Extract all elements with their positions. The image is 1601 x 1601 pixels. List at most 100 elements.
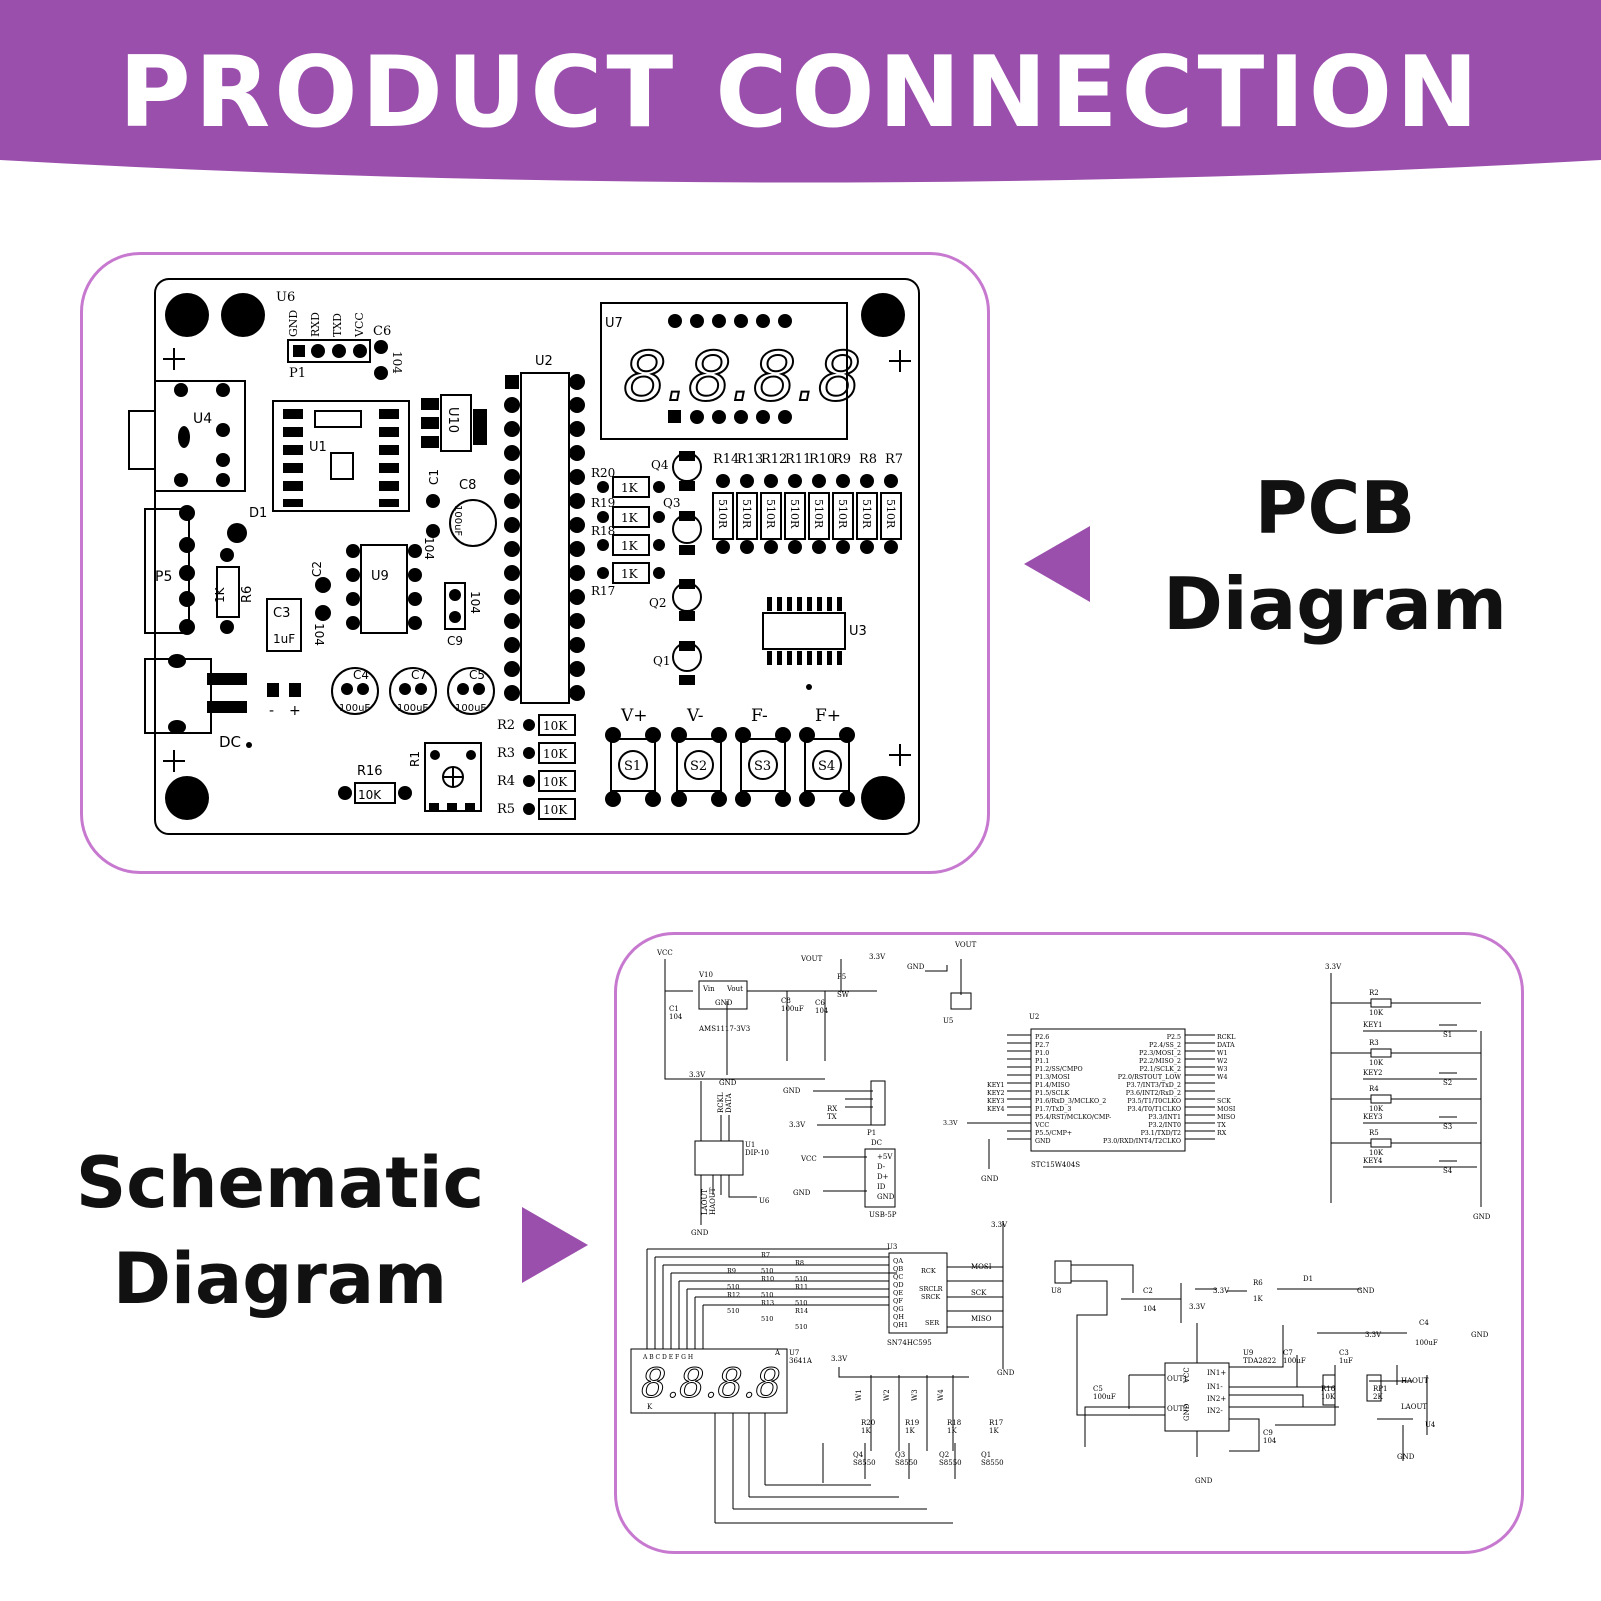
svg-text:ID: ID bbox=[877, 1183, 886, 1191]
svg-text:P1: P1 bbox=[289, 366, 306, 381]
svg-text:GND: GND bbox=[719, 1079, 737, 1087]
svg-text:R7: R7 bbox=[885, 452, 903, 467]
banner-title: PRODUCT CONNECTION bbox=[118, 36, 1483, 150]
svg-text:SRCK: SRCK bbox=[921, 1293, 940, 1301]
svg-text:P3.0/RXD/INT4/T2CLKO: P3.0/RXD/INT4/T2CLKO bbox=[1103, 1138, 1181, 1145]
pcb-outline bbox=[154, 278, 920, 835]
svg-text:U9: U9 bbox=[371, 569, 389, 584]
svg-text:C8: C8 bbox=[459, 478, 476, 493]
svg-text:C9: C9 bbox=[1263, 1429, 1273, 1437]
arrow-left-icon bbox=[1024, 526, 1090, 602]
svg-text:10K: 10K bbox=[1321, 1393, 1336, 1401]
svg-text:K: K bbox=[647, 1403, 653, 1411]
svg-text:P2.6: P2.6 bbox=[1035, 1034, 1049, 1041]
svg-text:R2: R2 bbox=[1369, 989, 1379, 997]
svg-text:S8550: S8550 bbox=[853, 1459, 876, 1467]
svg-text:GND: GND bbox=[1397, 1453, 1415, 1461]
svg-text:R17: R17 bbox=[989, 1419, 1003, 1427]
schematic-label-line1: Schematic bbox=[75, 1142, 485, 1224]
svg-text:P1.4/MISO: P1.4/MISO bbox=[1035, 1082, 1070, 1089]
svg-text:R6: R6 bbox=[1253, 1279, 1263, 1287]
svg-text:C5: C5 bbox=[1093, 1385, 1103, 1393]
svg-text:RCKL: RCKL bbox=[1217, 1034, 1236, 1041]
svg-text:VCC: VCC bbox=[1034, 1122, 1049, 1129]
svg-text:GND: GND bbox=[1473, 1213, 1491, 1221]
svg-text:U1: U1 bbox=[745, 1141, 755, 1149]
svg-text:Q4: Q4 bbox=[853, 1451, 864, 1459]
svg-text:F-: F- bbox=[751, 706, 768, 726]
svg-text:100uF: 100uF bbox=[781, 1005, 804, 1013]
svg-text:510R: 510R bbox=[764, 499, 777, 529]
svg-text:R13: R13 bbox=[761, 1299, 774, 1307]
svg-text:GND: GND bbox=[997, 1369, 1015, 1377]
svg-text:R4: R4 bbox=[497, 774, 515, 789]
svg-text:3.3V: 3.3V bbox=[789, 1121, 806, 1129]
svg-text:10K: 10K bbox=[1369, 1009, 1384, 1017]
svg-text:P2.1/SCLK_2: P2.1/SCLK_2 bbox=[1139, 1066, 1181, 1073]
svg-text:1K: 1K bbox=[621, 539, 639, 553]
pcb-drawing: U6 GND RXD TXD VCC P1 C6 104 U4 U1 U10 U… bbox=[128, 278, 920, 835]
svg-text:GND: GND bbox=[907, 963, 925, 971]
svg-text:P1.2/SS/CMPO: P1.2/SS/CMPO bbox=[1035, 1066, 1083, 1073]
svg-text:VOUT: VOUT bbox=[800, 955, 823, 963]
svg-text:3.3V: 3.3V bbox=[689, 1071, 706, 1079]
svg-text:TXD: TXD bbox=[331, 313, 344, 337]
svg-text:Q2: Q2 bbox=[649, 596, 666, 610]
svg-text:U3: U3 bbox=[887, 1243, 897, 1251]
svg-text:R3: R3 bbox=[1369, 1039, 1379, 1047]
svg-text:Q1: Q1 bbox=[653, 654, 670, 668]
schematic-diagram-panel: VCC V10 Vin Vout GND AMS1117-3V3 C1 104 … bbox=[614, 932, 1524, 1554]
svg-text:P5.5/CMP+: P5.5/CMP+ bbox=[1035, 1130, 1072, 1137]
svg-text:100uF: 100uF bbox=[397, 703, 428, 714]
svg-text:SRCLR: SRCLR bbox=[919, 1285, 944, 1293]
svg-text:C3: C3 bbox=[1339, 1349, 1349, 1357]
svg-text:10K: 10K bbox=[543, 803, 568, 817]
svg-text:A B C D E F G H: A B C D E F G H bbox=[642, 1354, 693, 1361]
svg-text:R6: R6 bbox=[240, 586, 255, 603]
svg-text:P1.6/RxD_3/MCLKO_2: P1.6/RxD_3/MCLKO_2 bbox=[1035, 1098, 1106, 1105]
svg-text:S3: S3 bbox=[1443, 1123, 1452, 1131]
svg-text:OUT2: OUT2 bbox=[1167, 1405, 1188, 1413]
svg-text:U7: U7 bbox=[789, 1349, 799, 1357]
svg-text:QC: QC bbox=[893, 1273, 903, 1281]
svg-text:+5V: +5V bbox=[877, 1153, 893, 1161]
svg-text:LAOUT: LAOUT bbox=[701, 1189, 709, 1215]
svg-text:RX: RX bbox=[1217, 1130, 1227, 1137]
svg-text:104: 104 bbox=[468, 591, 482, 614]
svg-text:HAOUT: HAOUT bbox=[709, 1187, 717, 1215]
svg-text:S3: S3 bbox=[754, 759, 771, 774]
schematic-diagram-label: Schematic Diagram bbox=[60, 1135, 500, 1327]
svg-text:510: 510 bbox=[761, 1267, 773, 1275]
svg-text:510: 510 bbox=[727, 1283, 739, 1291]
svg-text:W4: W4 bbox=[1217, 1074, 1227, 1081]
svg-text:104: 104 bbox=[815, 1007, 829, 1015]
svg-text:D+: D+ bbox=[877, 1173, 889, 1181]
svg-text:W4: W4 bbox=[937, 1389, 945, 1401]
svg-text:P3.5/T1/T0CLKO: P3.5/T1/T0CLKO bbox=[1127, 1098, 1181, 1105]
svg-text:U3: U3 bbox=[849, 624, 867, 639]
svg-text:D-: D- bbox=[877, 1163, 886, 1171]
svg-text:R14: R14 bbox=[713, 452, 739, 467]
svg-text:1K: 1K bbox=[947, 1427, 957, 1435]
svg-text:P3.2/INT0: P3.2/INT0 bbox=[1148, 1122, 1181, 1129]
svg-text:GND: GND bbox=[877, 1193, 895, 1201]
svg-text:QH: QH bbox=[893, 1313, 904, 1321]
svg-text:P5: P5 bbox=[155, 569, 172, 585]
svg-text:3.3V: 3.3V bbox=[1189, 1303, 1206, 1311]
banner-background bbox=[0, 0, 1601, 183]
svg-text:510R: 510R bbox=[716, 499, 729, 529]
svg-text:D1: D1 bbox=[1303, 1275, 1313, 1283]
svg-text:S1: S1 bbox=[624, 759, 641, 774]
svg-text:3.3V: 3.3V bbox=[943, 1120, 958, 1127]
svg-text:R13: R13 bbox=[737, 452, 763, 467]
svg-text:KEY1: KEY1 bbox=[1363, 1021, 1382, 1029]
svg-text:R11: R11 bbox=[795, 1283, 808, 1291]
u2-pins bbox=[504, 374, 585, 701]
u2-chip bbox=[520, 372, 570, 704]
svg-text:510: 510 bbox=[795, 1299, 807, 1307]
plus-marks bbox=[163, 348, 911, 772]
svg-text:10K: 10K bbox=[543, 775, 568, 789]
svg-text:104: 104 bbox=[1143, 1305, 1157, 1313]
svg-text:C2: C2 bbox=[1143, 1287, 1153, 1295]
svg-text:R9: R9 bbox=[833, 452, 851, 467]
